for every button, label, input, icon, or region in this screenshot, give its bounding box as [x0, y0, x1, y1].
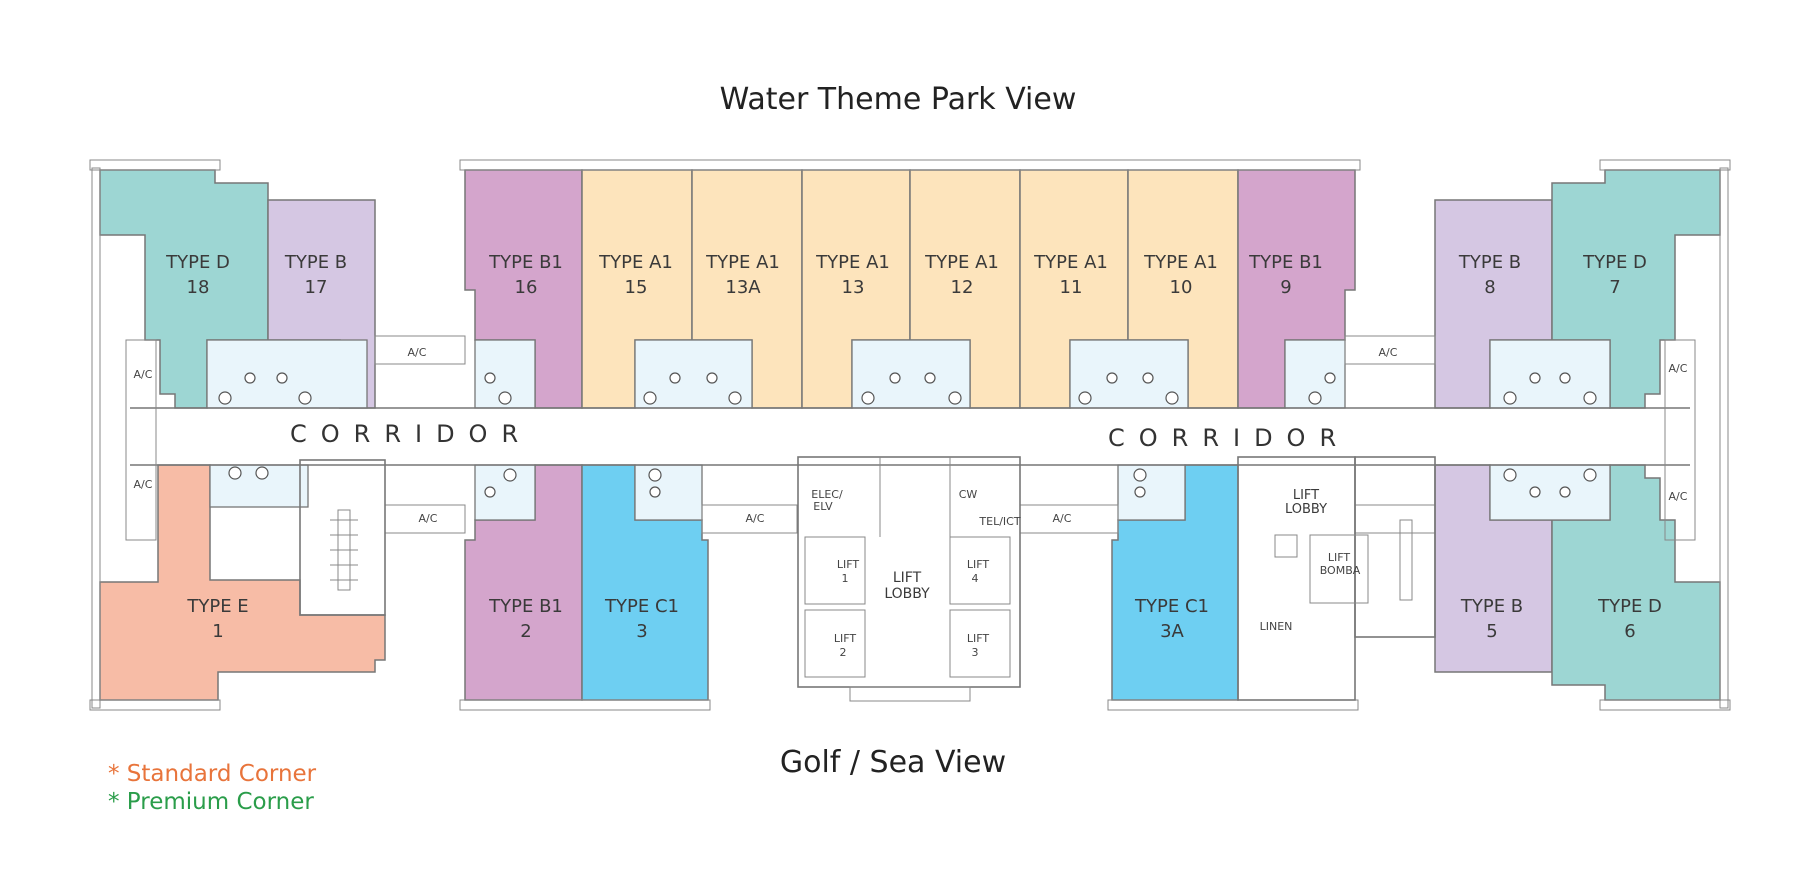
svg-text:LIFT: LIFT — [834, 632, 857, 645]
svg-text:ELV: ELV — [813, 500, 833, 513]
unit-number-label: 10 — [1170, 277, 1193, 298]
fixtures — [218, 372, 1597, 498]
lift-core — [797, 456, 1021, 702]
balconies — [89, 159, 1731, 711]
ac-labels: A/C A/C A/C A/C A/C A/C A/C A/C A/C — [134, 346, 1688, 525]
unit-type-label: TYPE B1 — [488, 252, 563, 273]
svg-text:LIFT: LIFT — [967, 632, 990, 645]
unit-type-label: TYPE A1 — [705, 252, 780, 273]
unit-number-label: 16 — [515, 277, 538, 298]
unit-number-label: 5 — [1486, 621, 1497, 642]
svg-text:A/C: A/C — [134, 478, 153, 491]
unit-number-label: 12 — [951, 277, 974, 298]
svg-text:LIFT: LIFT — [1328, 551, 1351, 564]
svg-text:A/C: A/C — [746, 512, 765, 525]
svg-text:ELEC/: ELEC/ — [811, 488, 843, 501]
unit-number-label: 1 — [212, 621, 223, 642]
svg-text:CW: CW — [959, 488, 978, 501]
svg-text:LIFT: LIFT — [893, 570, 922, 586]
unit-type-label: TYPE A1 — [924, 252, 999, 273]
svg-text:4: 4 — [972, 572, 979, 585]
unit-number-label: 7 — [1609, 277, 1620, 298]
svg-text:2: 2 — [840, 646, 847, 659]
svg-text:A/C: A/C — [1669, 490, 1688, 503]
svg-text:3: 3 — [972, 646, 979, 659]
unit-number-label: 13 — [842, 277, 865, 298]
unit-number-label: 2 — [520, 621, 531, 642]
unit-type-label: TYPE B1 — [1248, 252, 1323, 273]
unit-type-label: TYPE A1 — [1033, 252, 1108, 273]
svg-text:LINEN: LINEN — [1260, 620, 1293, 633]
unit-number-label: 8 — [1484, 277, 1495, 298]
corridor-label-left: CORRIDOR — [290, 420, 532, 448]
unit-type-label: TYPE A1 — [1143, 252, 1218, 273]
svg-text:LIFT: LIFT — [967, 558, 990, 571]
unit-number-label: 11 — [1060, 277, 1083, 298]
unit-number-label: 13A — [725, 277, 761, 298]
unit-number-label: 17 — [305, 277, 328, 298]
unit-number-label: 15 — [625, 277, 648, 298]
lift-core-right — [1237, 456, 1436, 701]
unit-number-label: 6 — [1624, 621, 1635, 642]
corridor-label-right: CORRIDOR — [1108, 424, 1350, 452]
unit-number-label: 18 — [187, 277, 210, 298]
svg-text:LOBBY: LOBBY — [1285, 502, 1327, 517]
svg-text:TEL/ICT: TEL/ICT — [978, 515, 1020, 528]
unit-type-label: TYPE B — [284, 252, 347, 273]
legend-standard-corner: * Standard Corner — [108, 761, 317, 787]
bottom-view-title: Golf / Sea View — [780, 745, 1006, 780]
svg-text:1: 1 — [842, 572, 849, 585]
stair-core-left — [299, 459, 386, 616]
svg-text:A/C: A/C — [1379, 346, 1398, 359]
unit-type-label: TYPE B — [1460, 596, 1523, 617]
svg-text:A/C: A/C — [1053, 512, 1072, 525]
unit-type-label: TYPE D — [1582, 252, 1647, 273]
unit-type-label: TYPE A1 — [598, 252, 673, 273]
unit-number-label: 9 — [1280, 277, 1291, 298]
unit-type-label: TYPE C1 — [604, 596, 679, 617]
unit-number-label: 3 — [636, 621, 647, 642]
room-labels: ELEC/ ELV CW TEL/ICT LIFT LOBBY LIFT 1 L… — [811, 488, 1360, 659]
svg-text:A/C: A/C — [134, 368, 153, 381]
unit-type-label: TYPE B — [1458, 252, 1521, 273]
svg-text:A/C: A/C — [408, 346, 427, 359]
unit-type-label: TYPE C1 — [1134, 596, 1209, 617]
unit-type-label: TYPE E — [186, 596, 248, 617]
svg-text:A/C: A/C — [419, 512, 438, 525]
svg-text:A/C: A/C — [1669, 362, 1688, 375]
svg-text:BOMBA: BOMBA — [1320, 564, 1361, 577]
top-view-title: Water Theme Park View — [720, 82, 1077, 117]
unit-number-label: 3A — [1160, 621, 1184, 642]
unit-type-label: TYPE A1 — [815, 252, 890, 273]
unit-type-label: TYPE D — [165, 252, 230, 273]
unit-type-label: TYPE B1 — [488, 596, 563, 617]
svg-text:LIFT: LIFT — [1293, 488, 1319, 503]
svg-text:LOBBY: LOBBY — [884, 586, 930, 602]
unit-type-label: TYPE D — [1597, 596, 1662, 617]
svg-text:LIFT: LIFT — [837, 558, 860, 571]
legend-premium-corner: * Premium Corner — [108, 789, 314, 815]
